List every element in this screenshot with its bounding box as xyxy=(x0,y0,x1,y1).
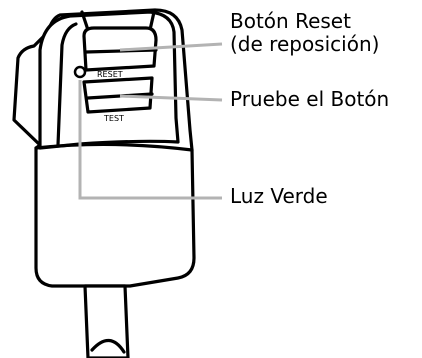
test-button-label: TEST xyxy=(103,114,124,123)
reset-button-callout: Botón Reset (de reposición) xyxy=(230,10,379,56)
cord-strain-relief xyxy=(90,338,126,354)
leader-line-reset xyxy=(119,42,223,52)
housing-seam xyxy=(34,142,194,152)
green-light-indicator xyxy=(73,65,87,79)
reset-callout-line-2: (de reposición) xyxy=(230,32,380,56)
green-light-callout: Luz Verde xyxy=(230,184,328,208)
leader-line-test xyxy=(119,94,223,102)
reset-callout-line-1: Botón Reset xyxy=(230,9,351,33)
test-button-callout: Pruebe el Botón xyxy=(230,87,390,111)
panel-groove xyxy=(56,22,78,147)
reset-button-label: RESET xyxy=(97,70,123,79)
leader-line-green xyxy=(78,80,222,200)
power-cord xyxy=(83,284,130,358)
